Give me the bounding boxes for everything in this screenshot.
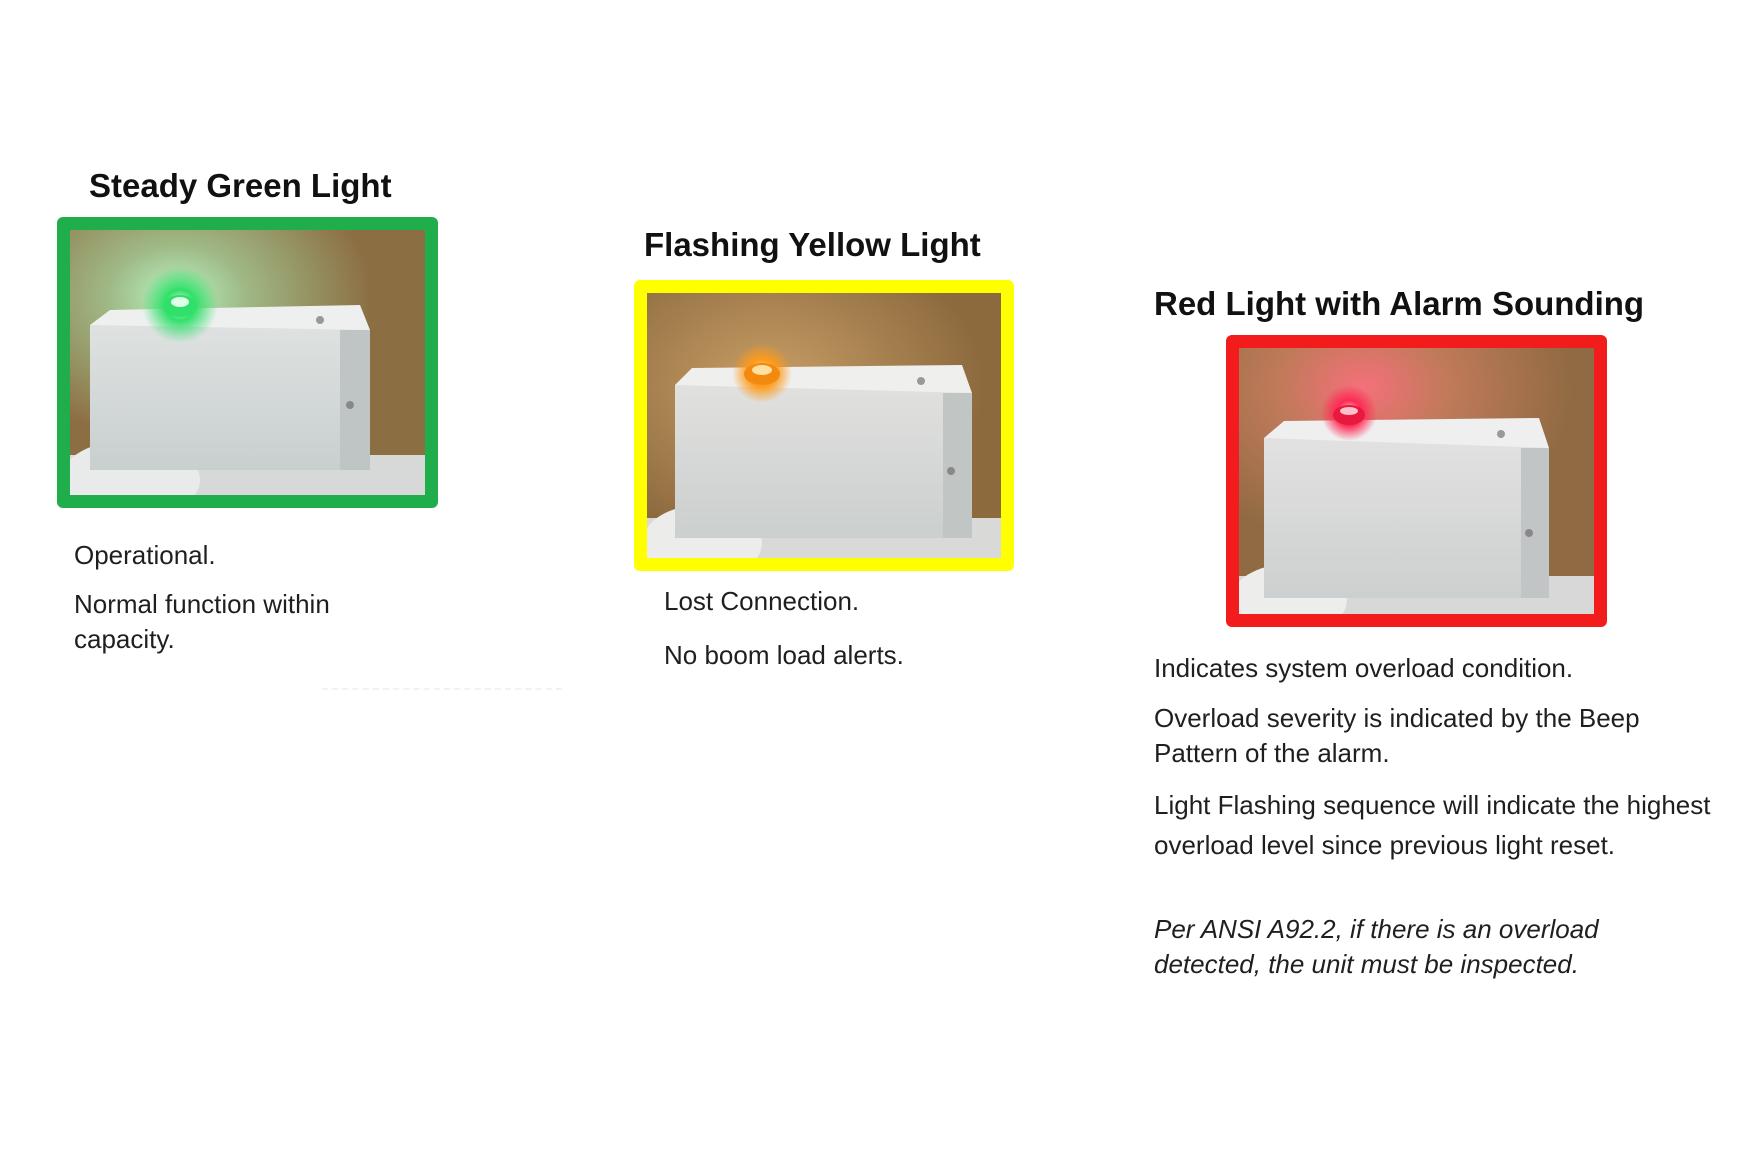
device-photo: [647, 293, 1001, 558]
status-text: Light Flashing sequence will indicate th…: [1154, 790, 1711, 860]
status-text: Normal function within capacity.: [74, 589, 330, 654]
status-text: Indicates system overload condition.: [1154, 653, 1574, 683]
photo-frame: [57, 217, 438, 508]
status-text: Overload severity is indicated by the Be…: [1154, 703, 1640, 768]
photo-frame: [634, 280, 1014, 571]
device-photo: [1239, 348, 1594, 614]
status-text: No boom load alerts.: [664, 640, 904, 670]
photo-frame: [1226, 335, 1607, 627]
status-text: Lost Connection.: [664, 586, 860, 616]
inspection-note: Per ANSI A92.2, if there is an overload …: [1154, 914, 1599, 979]
panel-title: Red Light with Alarm Sounding: [1154, 285, 1645, 322]
panel-title: Steady Green Light: [89, 167, 392, 204]
status-text: Operational.: [74, 540, 216, 570]
panel-title: Flashing Yellow Light: [644, 226, 981, 263]
device-photo: [70, 230, 425, 495]
divider: [322, 688, 562, 690]
